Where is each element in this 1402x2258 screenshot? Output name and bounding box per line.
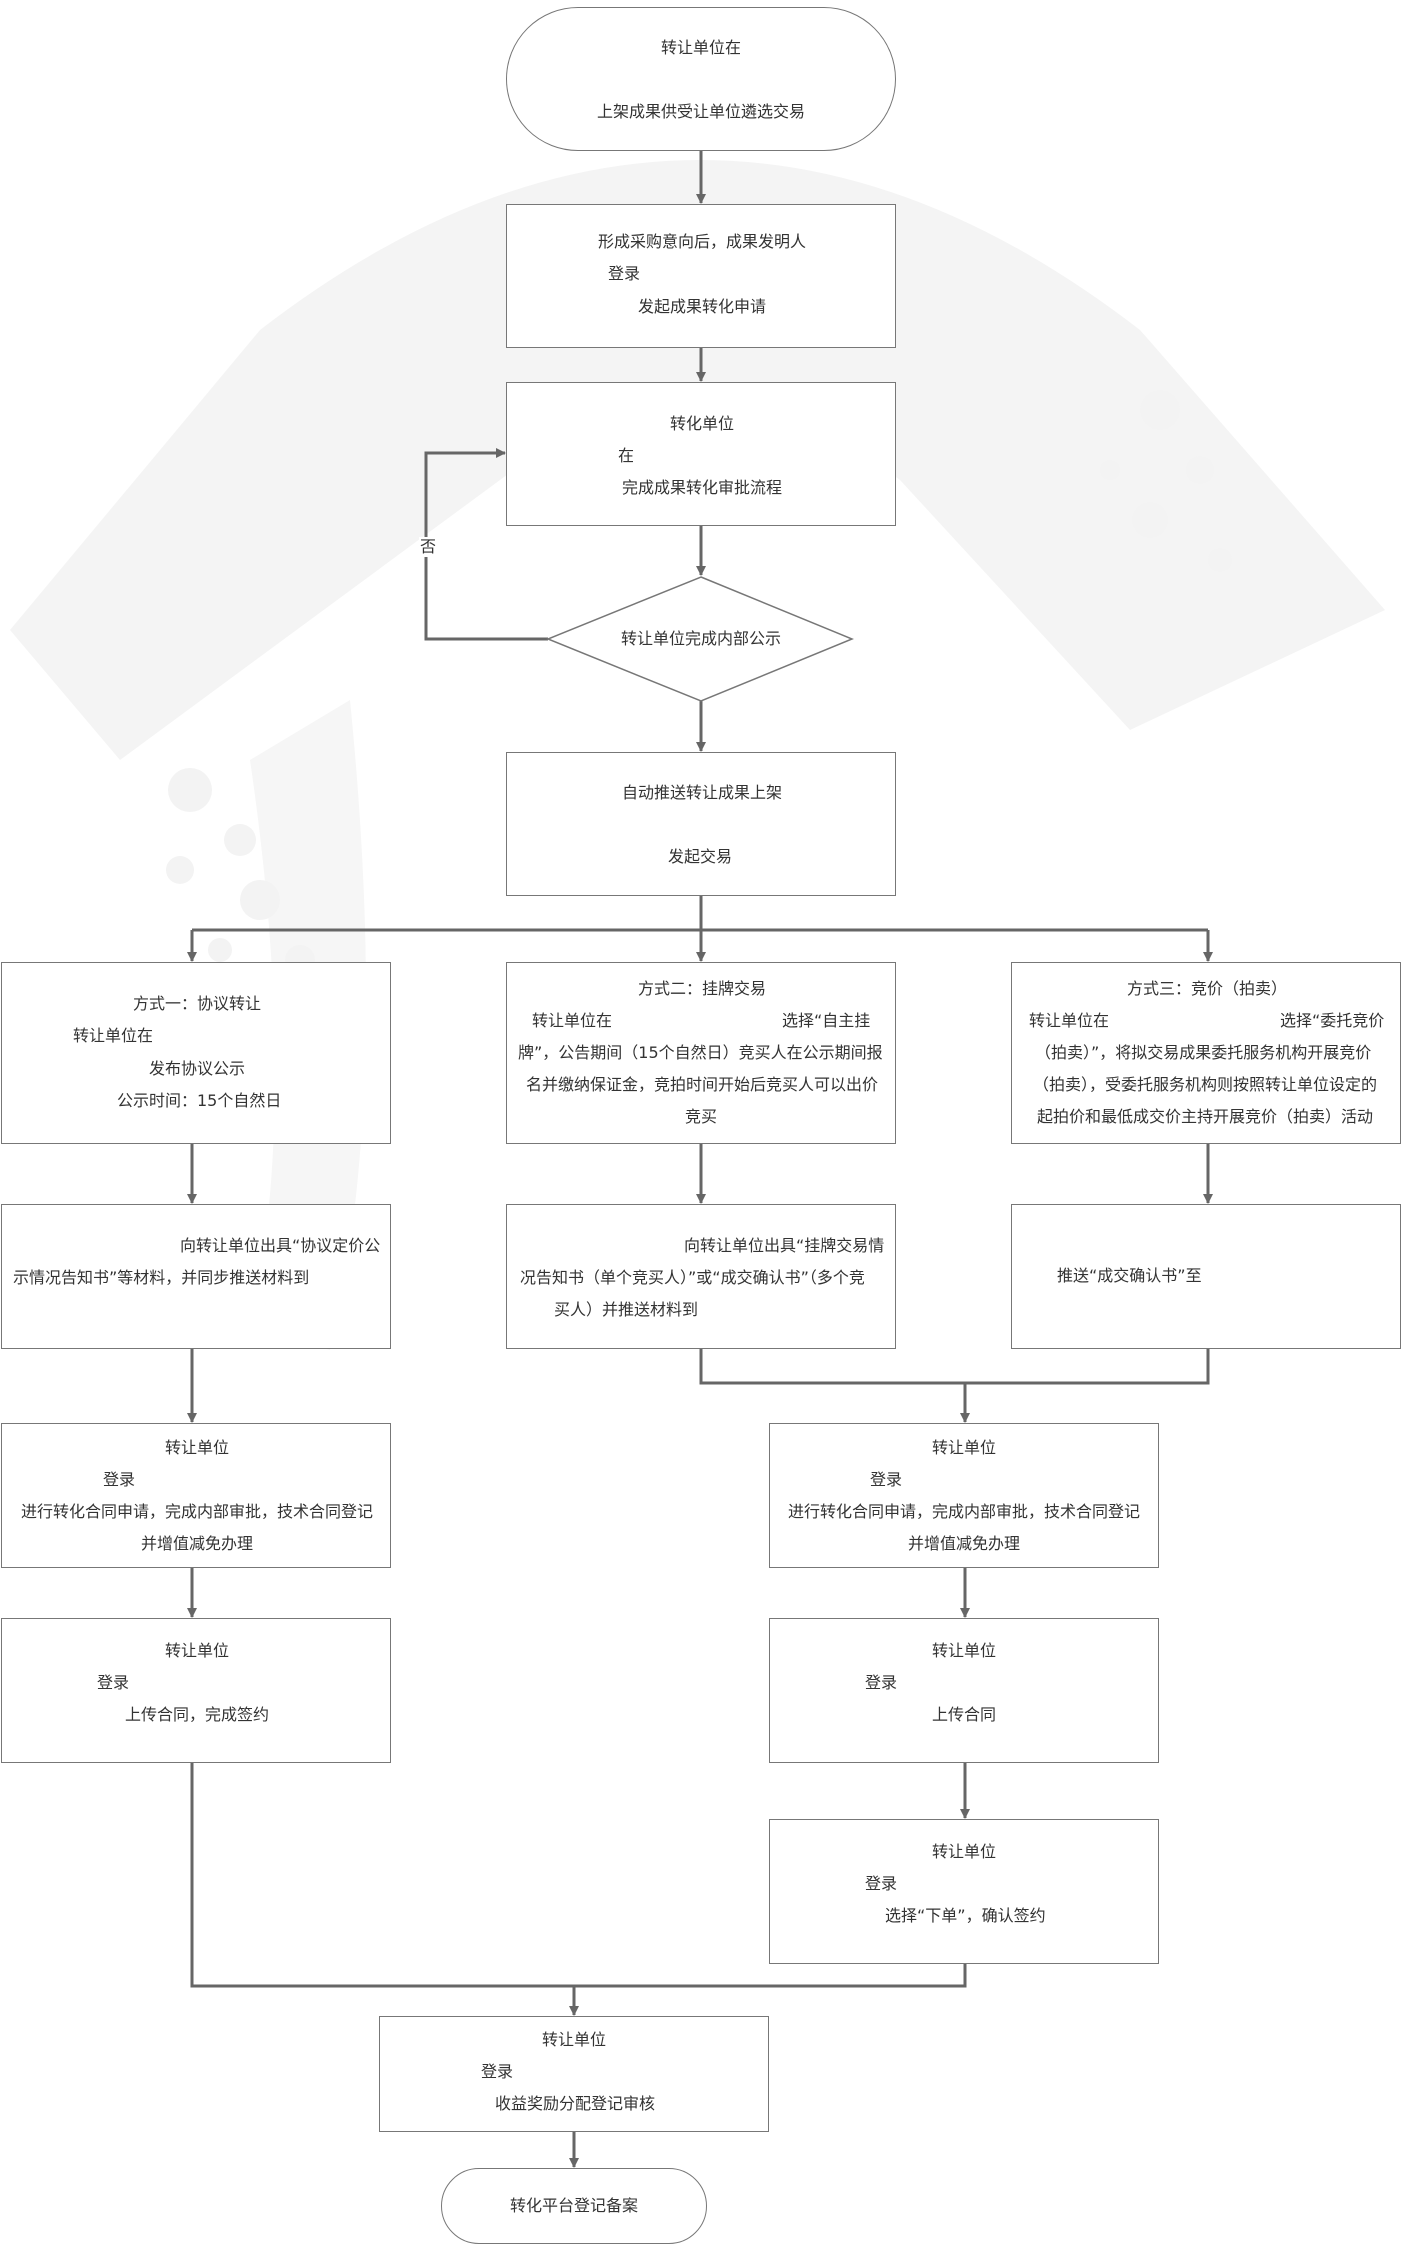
auto-push-line-1: 自动推送转让成果上架 [622, 783, 783, 802]
method3-line-6: 起拍价和最低成交价主持开展竞价（拍卖）活动 [1037, 1107, 1374, 1126]
notice2-line-1: 向转让单位出具“挂牌交易情 [684, 1236, 885, 1255]
initiate-line-3: 发起成果转化申请 [638, 297, 767, 316]
order-right-line-3: 选择“下单”，确认签约 [885, 1906, 1046, 1925]
approve-box: 转化单位 在 完成成果转化审批流程 [506, 382, 896, 526]
initiate-line-1: 形成采购意向后，成果发明人 [598, 232, 807, 251]
start-line-2: 上架成果供受让单位遴选交易 [596, 102, 805, 121]
method3-line-4: （拍卖）”，将拟交易成果委托服务机构开展竞价 [1035, 1043, 1372, 1062]
contract-left-box: 转让单位 登录 进行转化合同申请，完成内部审批，技术合同登记 并增值减免办理 [1, 1423, 391, 1568]
end-line-1: 转化平台登记备案 [509, 2196, 638, 2215]
method2-line-2: 转让单位在 [532, 1011, 613, 1030]
decision-diamond [546, 576, 854, 702]
method1-line-1: 方式一：协议转让 [133, 994, 262, 1013]
approve-line-2: 在 [618, 446, 635, 465]
auto-push-box: 自动推送转让成果上架 发起交易 [506, 752, 896, 896]
upload-right-line-2: 登录 [865, 1673, 898, 1692]
watermark-arc [10, 160, 1385, 760]
contract-right-line-3: 进行转化合同申请，完成内部审批，技术合同登记 [788, 1502, 1141, 1521]
upload-right-line-1: 转让单位 [932, 1641, 997, 1660]
reward-line-2: 登录 [481, 2062, 514, 2081]
edge-sign-left-merge [190, 1763, 967, 1988]
notice2-line-2: 况告知书（单个竞买人）”或“成交确认书”（多个竞 [520, 1268, 865, 1287]
initiate-box: 形成采购意向后，成果发明人 登录 发起成果转化申请 [506, 204, 896, 348]
method2-line-5: 名并缴纳保证金，竞拍时间开始后竞买人可以出价 [526, 1075, 879, 1094]
method3-line-1: 方式三：竞价（拍卖） [1127, 979, 1288, 998]
method1-box: 方式一：协议转让 转让单位在 发布协议公示 公示时间：15个自然日 [1, 962, 391, 1144]
edge-notice2-merge [699, 1349, 1210, 1385]
decision-label: 转让单位完成内部公示 [621, 629, 782, 648]
start-terminal: 转让单位在 上架成果供受让单位遴选交易 [506, 7, 896, 151]
contract-right-line-2: 登录 [870, 1470, 903, 1489]
method1-line-4: 公示时间：15个自然日 [117, 1091, 282, 1110]
end-terminal: 转化平台登记备案 [441, 2168, 707, 2244]
contract-left-line-4: 并增值减免办理 [141, 1534, 254, 1553]
method1-line-2: 转让单位在 [73, 1026, 154, 1045]
sign-left-box: 转让单位 登录 上传合同，完成签约 [1, 1618, 391, 1763]
sign-left-line-3: 上传合同，完成签约 [125, 1705, 270, 1724]
sign-left-line-2: 登录 [97, 1673, 130, 1692]
notice2-box: 向转让单位出具“挂牌交易情 况告知书（单个竞买人）”或“成交确认书”（多个竞 买… [506, 1204, 896, 1349]
notice3-box: 推送“成交确认书”至 [1011, 1204, 1401, 1349]
approve-line-1: 转化单位 [670, 414, 735, 433]
notice1-line-1: 向转让单位出具“协议定价公 [180, 1236, 381, 1255]
upload-right-box: 转让单位 登录 上传合同 [769, 1618, 1159, 1763]
notice3-line-1: 推送“成交确认书”至 [1057, 1266, 1202, 1285]
start-line-1: 转让单位在 [660, 38, 741, 57]
method2-line-6: 竞买 [685, 1107, 718, 1126]
contract-right-box: 转让单位 登录 进行转化合同申请，完成内部审批，技术合同登记 并增值减免办理 [769, 1423, 1159, 1568]
contract-left-line-2: 登录 [103, 1470, 136, 1489]
notice2-line-3: 买人）并推送材料到 [554, 1300, 699, 1319]
notice1-box: 向转让单位出具“协议定价公 示情况告知书”等材料，并同步推送材料到 [1, 1204, 391, 1349]
auto-push-line-2: 发起交易 [668, 847, 733, 866]
reward-box: 转让单位 登录 收益奖励分配登记审核 [379, 2016, 769, 2132]
method3-box: 方式三：竞价（拍卖） 转让单位在 选择“委托竞价 （拍卖）”，将拟交易成果委托服… [1011, 962, 1401, 1144]
no-branch-label: 否 [419, 537, 438, 557]
method1-line-3: 发布协议公示 [149, 1059, 246, 1078]
method2-line-1: 方式二：挂牌交易 [638, 979, 767, 998]
sign-left-line-1: 转让单位 [165, 1641, 230, 1660]
contract-left-line-3: 进行转化合同申请，完成内部审批，技术合同登记 [21, 1502, 374, 1521]
approve-line-3: 完成成果转化审批流程 [622, 478, 783, 497]
order-right-line-1: 转让单位 [932, 1842, 997, 1861]
notice1-line-2: 示情况告知书”等材料，并同步推送材料到 [13, 1268, 310, 1287]
method2-line-4: 牌”，公告期间（15个自然日）竞买人在公示期间报 [518, 1043, 883, 1062]
contract-left-line-1: 转让单位 [165, 1438, 230, 1457]
contract-right-line-1: 转让单位 [932, 1438, 997, 1457]
method3-line-2: 转让单位在 [1029, 1011, 1110, 1030]
order-right-box: 转让单位 登录 选择“下单”，确认签约 [769, 1819, 1159, 1964]
initiate-line-2: 登录 [608, 264, 641, 283]
contract-right-line-4: 并增值减免办理 [908, 1534, 1021, 1553]
method3-line-5: （拍卖），受委托服务机构则按照转让单位设定的 [1033, 1075, 1378, 1094]
method2-line-3: 选择“自主挂 [782, 1011, 871, 1030]
method2-box: 方式二：挂牌交易 转让单位在 选择“自主挂 牌”，公告期间（15个自然日）竞买人… [506, 962, 896, 1144]
reward-line-3: 收益奖励分配登记审核 [495, 2094, 656, 2113]
upload-right-line-3: 上传合同 [932, 1705, 997, 1724]
reward-line-1: 转让单位 [542, 2030, 607, 2049]
method3-line-3: 选择“委托竞价 [1280, 1011, 1385, 1030]
order-right-line-2: 登录 [865, 1874, 898, 1893]
